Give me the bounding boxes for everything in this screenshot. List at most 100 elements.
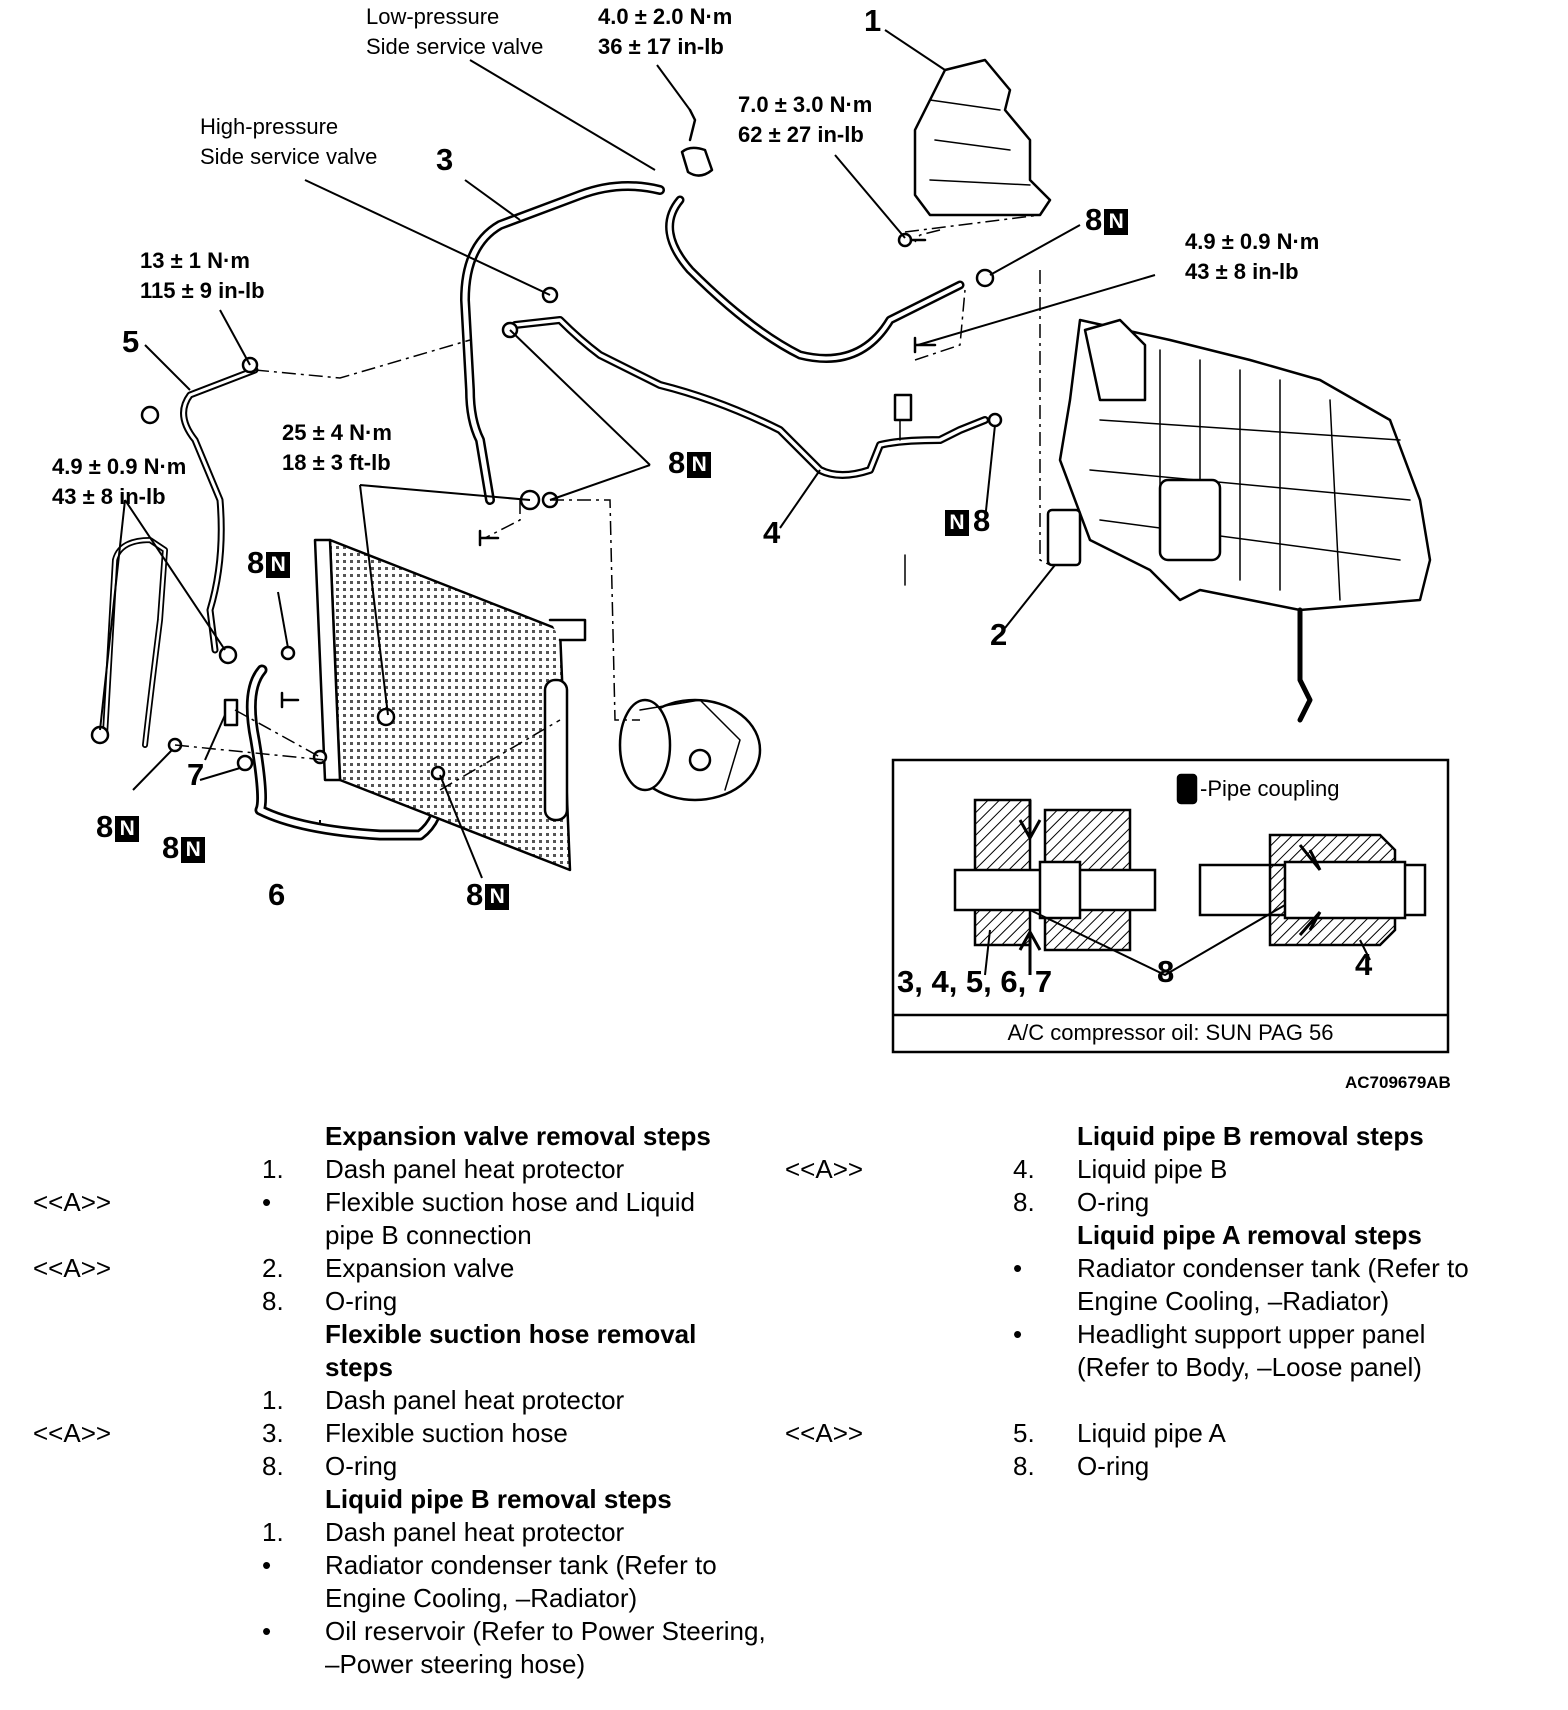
step-number: 4. <box>1013 1154 1035 1184</box>
step-row: 1.Dash panel heat protector <box>0 1384 800 1417</box>
part-number-7: 7 <box>187 757 205 792</box>
suction-hose-path <box>460 181 665 505</box>
inset-label-parts: 3, 4, 5, 6, 7 <box>897 964 1053 999</box>
step-row: 8. O-ring <box>785 1450 1565 1483</box>
torque-low-valve-inlb: 36 ± 17 in-lb <box>598 34 724 59</box>
part-number-8: 8 <box>466 877 484 912</box>
step-heading: Liquid pipe B removal steps <box>0 1483 800 1516</box>
step-row: •Radiator condenser tank (Refer to <box>785 1252 1565 1285</box>
step-row: 8.O-ring <box>0 1450 800 1483</box>
n-mark-icon: N <box>115 816 140 842</box>
step-text: Liquid pipe A <box>1077 1418 1226 1448</box>
step-number: 3. <box>262 1418 284 1448</box>
inset-label-pipe: 4 <box>1355 947 1373 982</box>
step-reference: <<A>> <box>33 1418 112 1448</box>
torque-left-nm: 4.9 ± 0.9 N·m <box>52 454 187 479</box>
n-mark-icon: N <box>1104 209 1129 235</box>
pipe-coupling-inset <box>891 758 1450 1054</box>
step-number: 8. <box>262 1286 284 1316</box>
step-number: 8. <box>1013 1187 1035 1217</box>
step-text: Expansion valve <box>325 1253 515 1283</box>
torque-condenser-nm: 25 ± 4 N·m <box>282 420 392 445</box>
step-row: 8. O-ring <box>0 1285 800 1318</box>
step-row: • Oil reservoir (Refer to Power Steering, <box>0 1615 800 1648</box>
step-row <box>785 1384 1565 1417</box>
part-number-3: 3 <box>436 142 454 177</box>
step-number: 8. <box>1013 1451 1035 1481</box>
part-number-1: 1 <box>864 3 882 38</box>
torque-left-inlb: 43 ± 8 in-lb <box>52 484 166 509</box>
step-text: Dash panel heat protector <box>325 1517 625 1547</box>
step-number: • <box>262 1616 272 1646</box>
part-number-4: 4 <box>763 515 781 550</box>
step-heading: Liquid pipe A removal steps <box>785 1219 1565 1252</box>
step-heading: Expansion valve removal steps <box>0 1120 800 1153</box>
torque-right-inlb: 43 ± 8 in-lb <box>1185 259 1299 284</box>
step-row: Engine Cooling, –Radiator) <box>785 1285 1565 1318</box>
step-row: 1. Dash panel heat protector <box>0 1153 800 1186</box>
step-heading: Liquid pipe B removal steps <box>785 1120 1565 1153</box>
part-number-2: 2 <box>990 617 1008 652</box>
step-number: 1. <box>262 1154 284 1184</box>
step-row: <<A>> 3. Flexible suction hose <box>0 1417 800 1450</box>
step-row: <<A>>•Flexible suction hose and Liquid <box>0 1186 800 1219</box>
step-text: O-ring <box>325 1286 398 1316</box>
step-text: Flexible suction hose removal <box>325 1319 697 1349</box>
step-text: Liquid pipe B <box>1077 1154 1228 1184</box>
step-reference: <<A>> <box>33 1253 112 1283</box>
part-number-8: 8 <box>96 809 114 844</box>
step-text: Liquid pipe B removal steps <box>325 1484 672 1514</box>
part-number-6: 6 <box>268 877 286 912</box>
torque-pipe5-nm: 13 ± 1 N·m <box>140 248 250 273</box>
step-row: • Headlight support upper panel <box>785 1318 1565 1351</box>
part-number-8: 8 <box>247 545 265 580</box>
step-number: • <box>1013 1319 1023 1349</box>
step-text: Radiator condenser tank (Refer to <box>325 1550 717 1580</box>
step-text: O-ring <box>1077 1451 1150 1481</box>
n-mark-icon: N <box>945 510 969 536</box>
step-number: • <box>262 1187 272 1217</box>
step-text: Dash panel heat protector <box>325 1385 625 1415</box>
step-row: pipe B connection <box>0 1219 800 1252</box>
step-heading: steps <box>0 1351 800 1384</box>
step-text: Headlight support upper panel <box>1077 1319 1426 1349</box>
step-text: Dash panel heat protector <box>325 1154 625 1184</box>
part-number-5: 5 <box>122 324 140 359</box>
step-row: 8. O-ring <box>785 1186 1565 1219</box>
step-reference: <<A>> <box>785 1418 864 1448</box>
heat-protector-shape <box>913 58 1052 217</box>
torque-pipe5-inlb: 115 ± 9 in-lb <box>140 278 265 303</box>
part-number-8: 8 <box>973 503 991 538</box>
step-text: Flexible suction hose <box>325 1418 568 1448</box>
expansion-valve-shape <box>1046 508 1082 567</box>
hvac-unit-shape <box>1058 318 1432 723</box>
step-text: O-ring <box>1077 1187 1150 1217</box>
step-number: 1. <box>262 1517 284 1547</box>
step-text: O-ring <box>325 1451 398 1481</box>
part-number-8: 8 <box>162 830 180 865</box>
torque-heat-protector-nm: 7.0 ± 3.0 N·m <box>738 92 873 117</box>
figure-id: AC709679AB <box>1345 1073 1451 1092</box>
step-text: Oil reservoir (Refer to Power Steering, <box>325 1616 766 1646</box>
step-row: •Radiator condenser tank (Refer to <box>0 1549 800 1582</box>
step-number: 5. <box>1013 1418 1035 1448</box>
steps-right-column: Liquid pipe B removal steps <<A>> 4. Liquid… <box>785 1120 1565 1483</box>
step-number: 2. <box>262 1253 284 1283</box>
part-number-8: 8 <box>668 445 686 480</box>
step-text: steps <box>325 1352 393 1382</box>
n-mark-icon: N <box>687 452 712 478</box>
high-pressure-valve-label-2: Side service valve <box>200 144 378 169</box>
step-reference: <<A>> <box>33 1187 112 1217</box>
torque-low-valve-nm: 4.0 ± 2.0 N·m <box>598 4 733 29</box>
step-text: Engine Cooling, –Radiator) <box>1077 1286 1390 1316</box>
step-text: (Refer to Body, –Loose panel) <box>1077 1352 1422 1382</box>
step-text: –Power steering hose) <box>325 1649 586 1679</box>
